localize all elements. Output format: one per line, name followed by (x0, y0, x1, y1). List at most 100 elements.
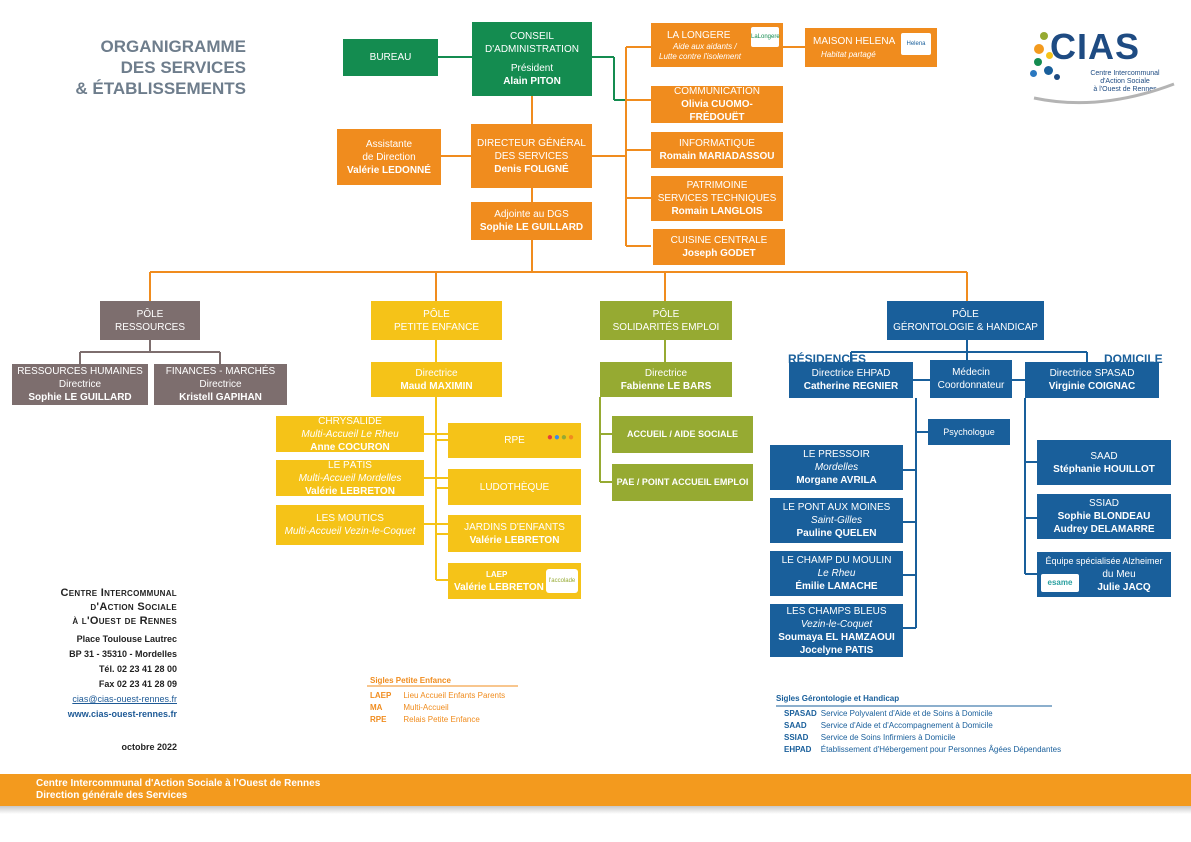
moutics-box: LES MOUTICS Multi-Accueil Vezin-le-Coque… (276, 505, 424, 545)
logo-sub-line: Centre Intercommunal (1090, 70, 1160, 77)
patis-box: LE PÂTIS Multi-Accueil Mordelles Valérie… (276, 460, 424, 497)
box-name: Sophie LE GUILLARD (28, 392, 132, 403)
box-title: PAE / POINT ACCUEIL EMPLOI (616, 477, 749, 487)
legend-meaning: Service Polyvalent d'Aide et de Soins à … (820, 709, 993, 718)
box-title: DIRECTEUR GÉNÉRAL (477, 137, 586, 149)
box-title: CHRYSALIDE (318, 415, 382, 427)
box-title: de Direction (362, 151, 416, 163)
box-title: DES SERVICES (494, 150, 569, 162)
chart-title: ORGANIGRAMME DES SERVICES & ÉTABLISSEMEN… (44, 36, 246, 99)
patrimoine-box: PATRIMOINE SERVICES TECHNIQUES Romain LA… (651, 176, 783, 221)
psychologue-box: Psychologue (928, 419, 1010, 445)
box-title: MAISON HELENA (813, 35, 896, 47)
pressoir-box: LE PRESSOIR Mordelles Morgane AVRILA (770, 445, 903, 490)
bureau-box: BUREAU (343, 39, 438, 76)
address-block: Centre Intercommunal d'Action Sociale à … (20, 586, 178, 722)
box-title: BUREAU (369, 52, 412, 63)
saad-box: SAAD Stéphanie HOUILLOT (1037, 440, 1171, 485)
box-title: Assistante (365, 138, 413, 150)
box-name: Pauline QUELEN (796, 528, 877, 539)
legend-acronym: EHPAD (784, 745, 812, 754)
box-title: PATRIMOINE (686, 180, 748, 191)
box-name: Romain LANGLOIS (671, 206, 763, 217)
box-title: SSIAD (1088, 498, 1119, 509)
org-name-line: d'Action Sociale (90, 601, 177, 613)
box-title: LA LONGERE (667, 29, 731, 41)
box-title: LES CHAMPS BLEUS (786, 605, 887, 617)
box-title: SERVICES TECHNIQUES (657, 193, 777, 204)
box-title: D'ADMINISTRATION (485, 44, 579, 55)
box-name: Virginie COIGNAC (1048, 381, 1136, 392)
box-role: Directrice (415, 367, 458, 379)
footer-line: Direction générale des Services (36, 790, 188, 801)
box-title: Adjointe au DGS (494, 209, 569, 220)
pe-directrice-box: Directrice Maud MAXIMIN (371, 362, 502, 397)
box-title: PETITE ENFANCE (393, 321, 479, 333)
box-role: Directrice (644, 367, 688, 379)
box-sub: Vezin-le-Coquet (800, 618, 873, 630)
box-title: PÔLE (423, 308, 450, 320)
legend-acronym: SPASAD (784, 709, 817, 718)
footer-shadow (0, 806, 1191, 814)
legend-acronym: RPE (370, 715, 387, 724)
box-name: Catherine REGNIER (803, 381, 899, 392)
website-link[interactable]: www.cias-ouest-rennes.fr (67, 709, 177, 719)
legend-acronym: MA (370, 703, 383, 712)
box-name: Julie JACQ (1097, 582, 1151, 593)
title-line: DES SERVICES (120, 58, 246, 77)
box-role: Directrice (199, 379, 242, 390)
alzheimer-box: Équipe spécialisée Alzheimer du Meu Juli… (1037, 552, 1171, 597)
la-longere-logo: LaLongere (751, 27, 780, 47)
laep-box: LAEP Valérie LEBRETON l'accolade (448, 563, 581, 599)
box-sub: Habitat partagé (821, 49, 876, 59)
legend-meaning: Lieu Accueil Enfants Parents (403, 691, 506, 700)
box-name: Jocelyne PATIS (799, 644, 874, 656)
pole-petite-enfance-box: PÔLE PETITE ENFANCE (371, 301, 502, 340)
box-title: Médecin (952, 367, 990, 378)
adjointe-box: Adjointe au DGS Sophie LE GUILLARD (471, 202, 592, 240)
maison-helena-logo: Helena (901, 33, 931, 55)
box-title: RESSOURCES HUMAINES (17, 366, 143, 377)
box-title: du Meu (1102, 569, 1136, 580)
spasad-directrice-box: Directrice SPASAD Virginie COIGNAC (1025, 362, 1159, 398)
box-title: RESSOURCES (114, 321, 185, 333)
logo-sub-line: à l'Ouest de Rennes (1093, 86, 1157, 93)
legend-meaning: Établissement d'Hébergement pour Personn… (820, 745, 1062, 754)
box-title: Équipe spécialisée Alzheimer (1045, 556, 1163, 566)
box-name: Alain PITON (503, 76, 561, 87)
pole-solidarites-box: PÔLE SOLIDARITÉS EMPLOI (600, 301, 732, 340)
legend-acronym: SAAD (784, 721, 807, 730)
legend-row: RPE Relais Petite Enfance (370, 714, 509, 726)
box-title: GÉRONTOLOGIE & HANDICAP (893, 321, 1038, 333)
box-sub: Aide aux aidants / (673, 41, 737, 51)
laccolade-logo: l'accolade (546, 569, 578, 593)
box-sub: Lutte contre l'isolement (659, 51, 742, 61)
footer-banner: Centre Intercommunal d'Action Sociale à … (0, 774, 1191, 806)
box-name: Joseph GODET (682, 248, 756, 259)
legend-meaning: Service de Soins Infirmiers à Domicile (820, 733, 956, 742)
cuisine-box: CUISINE CENTRALE Joseph GODET (653, 229, 785, 265)
legend-acronym: SSIAD (784, 733, 809, 742)
box-role: Directrice EHPAD (811, 368, 891, 379)
legend-meaning: Service d'Aide et d'Accompagnement à Dom… (820, 721, 993, 730)
phone: Tél. 02 23 41 28 00 (98, 664, 177, 674)
accueil-aide-sociale-box: ACCUEIL / AIDE SOCIALE (612, 416, 753, 453)
finances-box: FINANCES - MARCHÉS Directrice Kristell G… (154, 364, 287, 405)
email-link[interactable]: cias@cias-ouest-rennes.fr (72, 694, 177, 704)
cias-logo: CIAS Centre Intercommunal d'Action Socia… (1030, 22, 1180, 106)
title-line: & ÉTABLISSEMENTS (75, 79, 246, 98)
address-line: BP 31 - 35310 - Mordelles (69, 649, 177, 659)
box-role: Directrice SPASAD (1049, 368, 1135, 379)
box-name: Kristell GAPIHAN (179, 392, 262, 403)
communication-box: COMMUNICATION Olivia CUOMO-FRÉDOUËT (651, 86, 783, 123)
legend-row: SSIAD Service de Soins Infirmiers à Domic… (784, 732, 1065, 744)
legend-meaning: Relais Petite Enfance (403, 715, 480, 724)
medecin-box: Médecin Coordonnateur (930, 360, 1012, 398)
box-title: Psychologue (943, 426, 995, 437)
box-title: PÔLE (952, 308, 979, 320)
box-sub: Multi-Accueil Vezin-le-Coquet (284, 526, 416, 537)
box-title: LE PONT AUX MOINES (782, 502, 891, 513)
